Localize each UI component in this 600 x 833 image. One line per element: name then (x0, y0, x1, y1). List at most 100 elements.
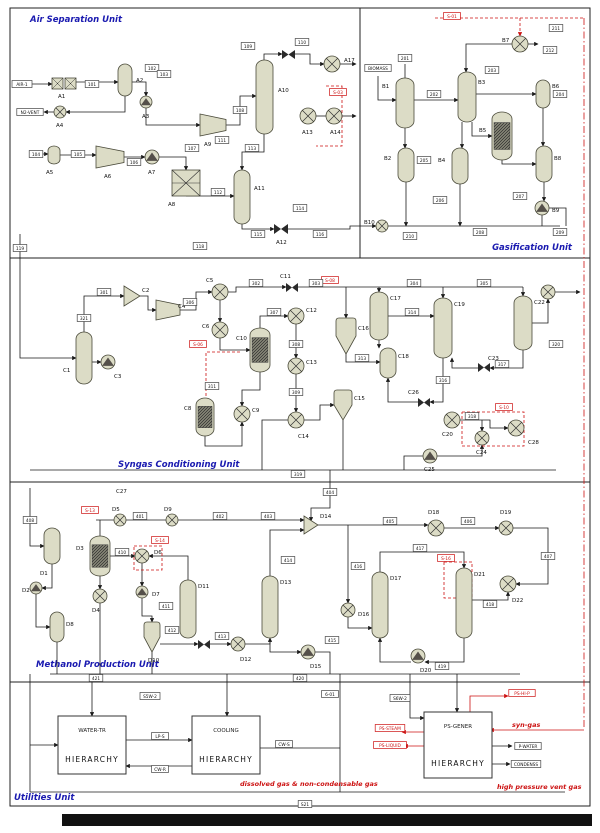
stream-tag-109[interactable]: 109 (240, 42, 256, 50)
block-D8[interactable]: D8 (49, 611, 74, 643)
stream-tag-414[interactable]: 414 (280, 556, 296, 564)
block-C15[interactable]: C15 (333, 389, 365, 421)
stream-tag-207[interactable]: 207 (512, 192, 528, 200)
stream-tag-407[interactable]: 407 (540, 552, 556, 560)
block-B6[interactable]: B6 (535, 79, 560, 109)
block-C2[interactable]: C2 (123, 285, 149, 307)
block-D1[interactable]: D1 (40, 527, 61, 577)
stream-tag-306[interactable]: 306 (182, 298, 198, 306)
stream-tag-319[interactable]: 319 (290, 470, 306, 478)
block-D14[interactable]: D14 (303, 514, 332, 535)
block-D19[interactable]: D19 (498, 510, 514, 536)
stream-tag-202[interactable]: 202 (426, 90, 442, 98)
stream-tag-112[interactable]: 112 (210, 188, 226, 196)
block-D9[interactable]: D9 (164, 507, 179, 527)
stream-tag-206[interactable]: 206 (432, 196, 448, 204)
stream-tag-S-06[interactable]: S-06 (189, 340, 207, 348)
block-D5[interactable]: D5 (112, 507, 127, 527)
stream-tag-6-01[interactable]: 6-01 (321, 690, 339, 698)
stream-tag-320[interactable]: 320 (548, 340, 564, 348)
block-B7[interactable]: B7 (502, 35, 529, 53)
stream-tag-314[interactable]: 314 (404, 308, 420, 316)
block-D4[interactable]: D4 (92, 588, 108, 614)
stream-tag-LP-S[interactable]: LP-S (151, 732, 169, 740)
block-C5[interactable]: C5 (206, 278, 229, 301)
stream-tag-415[interactable]: 415 (324, 636, 340, 644)
block-B2[interactable]: B2 (384, 147, 415, 183)
stream-tag-S6W-2[interactable]: S6W-2 (389, 694, 411, 702)
block-B1[interactable]: B1 (382, 77, 415, 129)
stream-tag-CONDENSS[interactable]: CONDENSS (510, 760, 542, 768)
stream-tag-403[interactable]: 403 (260, 512, 276, 520)
block-C3[interactable]: C3 (100, 354, 122, 380)
block-D3[interactable]: D3 (76, 535, 111, 577)
block-A3[interactable]: A3 (139, 95, 153, 120)
block-C13[interactable]: C13 (287, 357, 317, 375)
stream-tag-104[interactable]: 104 (28, 150, 44, 158)
stream-tag-404[interactable]: 404 (322, 488, 338, 496)
stream-tag-311[interactable]: 311 (204, 382, 220, 390)
stream-tag-105[interactable]: 105 (70, 150, 86, 158)
stream-tag-103[interactable]: 103 (156, 70, 172, 78)
block-A13[interactable]: A13 (299, 107, 317, 136)
stream-tag-P-WATER[interactable]: P-WATER (514, 742, 542, 750)
block-D15[interactable]: D15 (300, 644, 322, 670)
block-C4[interactable]: C4 (155, 299, 186, 321)
stream-tag-S-13[interactable]: S-13 (81, 506, 99, 514)
block-A17[interactable]: A17 (323, 55, 355, 73)
stream-tag-209[interactable]: 209 (552, 228, 568, 236)
block-C19[interactable]: C19 (433, 297, 465, 359)
stream-tag-302[interactable]: 302 (248, 279, 264, 287)
stream-tag-116[interactable]: 116 (312, 230, 328, 238)
stream-tag-307[interactable]: 307 (266, 308, 282, 316)
stream-tag-102[interactable]: 102 (144, 64, 160, 72)
stream-tag-S-10[interactable]: S-10 (495, 403, 513, 411)
block-A12[interactable]: A12 (274, 224, 288, 246)
block-B8[interactable]: B8 (535, 145, 562, 183)
stream-tag-406[interactable]: 406 (460, 517, 476, 525)
block-C28[interactable]: C28 (507, 419, 539, 446)
stream-tag-CW-S[interactable]: CW-S (275, 740, 293, 748)
block-A5[interactable]: A5 (46, 145, 61, 176)
block-D11[interactable]: D11 (179, 579, 209, 639)
stream-tag-110[interactable]: 110 (294, 38, 310, 46)
block-B10[interactable]: B10 (364, 219, 389, 233)
stream-tag-113[interactable]: 113 (244, 144, 260, 152)
block-A6[interactable]: A6 (95, 145, 125, 180)
stream-tag-318[interactable]: 318 (464, 412, 480, 420)
stream-tag-316[interactable]: 316 (435, 376, 451, 384)
stream-tag-BIOMASS[interactable]: BIOMASS (364, 64, 392, 72)
block-B5[interactable]: B5 (479, 111, 513, 161)
block-C12[interactable]: C12 (287, 307, 317, 325)
stream-tag-416[interactable]: 416 (350, 562, 366, 570)
stream-tag-411[interactable]: 411 (158, 602, 174, 610)
block-C16[interactable]: C16 (335, 317, 369, 355)
block-A10[interactable]: A10 (255, 59, 289, 135)
block-A9[interactable]: A9 (199, 113, 227, 148)
block-D10[interactable]: D10 (143, 621, 161, 664)
stream-tag-118[interactable]: 118 (192, 242, 208, 250)
stream-tag-303[interactable]: 303 (308, 279, 324, 287)
stream-tag-405[interactable]: 405 (382, 517, 398, 525)
stream-tag-S-16[interactable]: S-16 (437, 554, 455, 562)
stream-tag-305[interactable]: 305 (476, 279, 492, 287)
stream-tag-212[interactable]: 212 (542, 46, 558, 54)
stream-tag-114[interactable]: 114 (292, 204, 308, 212)
block-C14[interactable]: C14 (287, 411, 309, 440)
stream-tag-211[interactable]: 211 (548, 24, 564, 32)
stream-tag-317[interactable]: 317 (494, 360, 510, 368)
block-D17[interactable]: D17 (371, 571, 402, 639)
stream-tag-210[interactable]: 210 (402, 232, 418, 240)
stream-tag-101[interactable]: 101 (84, 80, 100, 88)
stream-tag-119[interactable]: 119 (12, 244, 28, 252)
stream-tag-410[interactable]: 410 (114, 548, 130, 556)
stream-tag-412[interactable]: 412 (164, 626, 180, 634)
block-C24[interactable]: C24 (474, 430, 490, 456)
block-valve[interactable] (282, 50, 295, 59)
stream-tag-203[interactable]: 203 (484, 66, 500, 74)
stream-tag-S21[interactable]: S21 (297, 800, 313, 808)
stream-tag-417[interactable]: 417 (412, 544, 428, 552)
